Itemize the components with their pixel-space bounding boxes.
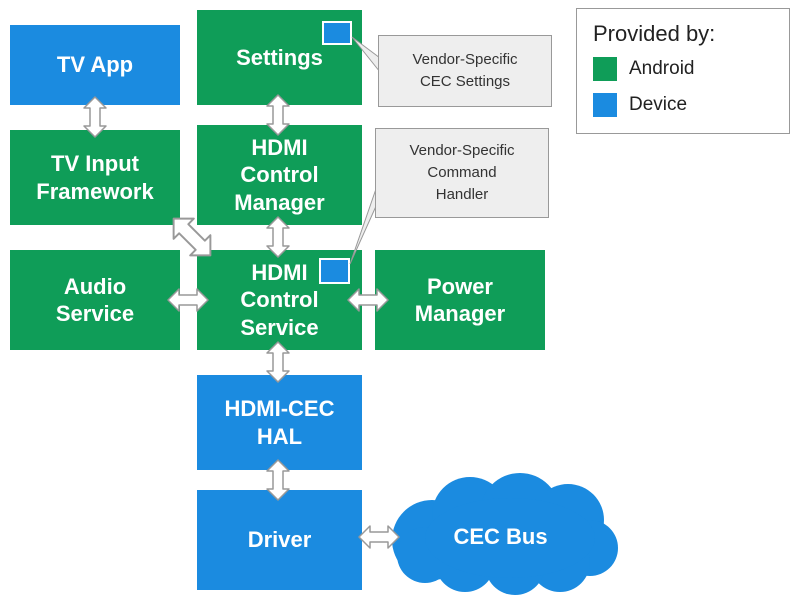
node-power-manager: Power Manager (375, 250, 545, 350)
node-hdmi-cec-hal: HDMI-CEC HAL (197, 375, 362, 470)
node-tv-input-framework-label: TV Input Framework (36, 151, 154, 204)
callout-vendor-cec-settings-text: Vendor-Specific CEC Settings (412, 51, 518, 90)
node-audio-service: Audio Service (10, 250, 180, 350)
android-color-swatch (593, 57, 617, 81)
legend-item-android: Android (593, 57, 773, 81)
node-power-manager-label: Power Manager (414, 273, 506, 327)
legend-label-android: Android (629, 58, 695, 79)
node-driver-label: Driver (247, 527, 312, 553)
node-hdmi-control-manager: HDMI Control Manager (197, 125, 362, 225)
vendor-command-handler-marker (319, 258, 350, 284)
node-audio-service-label: Audio Service (55, 273, 135, 327)
vendor-cec-settings-marker (322, 21, 352, 45)
device-color-swatch (593, 93, 617, 117)
legend: Provided by: Android Device (576, 8, 790, 134)
legend-label-device: Device (629, 94, 688, 115)
node-hdmi-control-service-label: HDMI Control Service (240, 259, 319, 340)
node-hdmi-cec-hal-label: HDMI-CEC HAL (224, 396, 335, 449)
node-settings-label: Settings (236, 44, 323, 70)
node-cec-bus-label: CEC Bus (453, 524, 548, 549)
node-settings: Settings (197, 10, 362, 105)
legend-title: Provided by: (593, 21, 716, 46)
node-tv-app: TV App (10, 25, 180, 105)
node-driver: Driver (197, 490, 362, 590)
legend-item-device: Device (593, 93, 773, 117)
node-hdmi-control-manager-label: HDMI Control Manager (234, 134, 325, 215)
callout-vendor-command-handler: Vendor-Specific Command Handler (375, 128, 549, 218)
node-tv-input-framework: TV Input Framework (10, 130, 180, 225)
node-tv-app-label: TV App (56, 52, 134, 78)
node-hdmi-control-service: HDMI Control Service (197, 250, 362, 350)
callout-vendor-cec-settings: Vendor-Specific CEC Settings (378, 35, 552, 107)
arrow-driver-cecbus (358, 525, 400, 549)
callout-vendor-command-handler-text: Vendor-Specific Command Handler (409, 142, 515, 203)
